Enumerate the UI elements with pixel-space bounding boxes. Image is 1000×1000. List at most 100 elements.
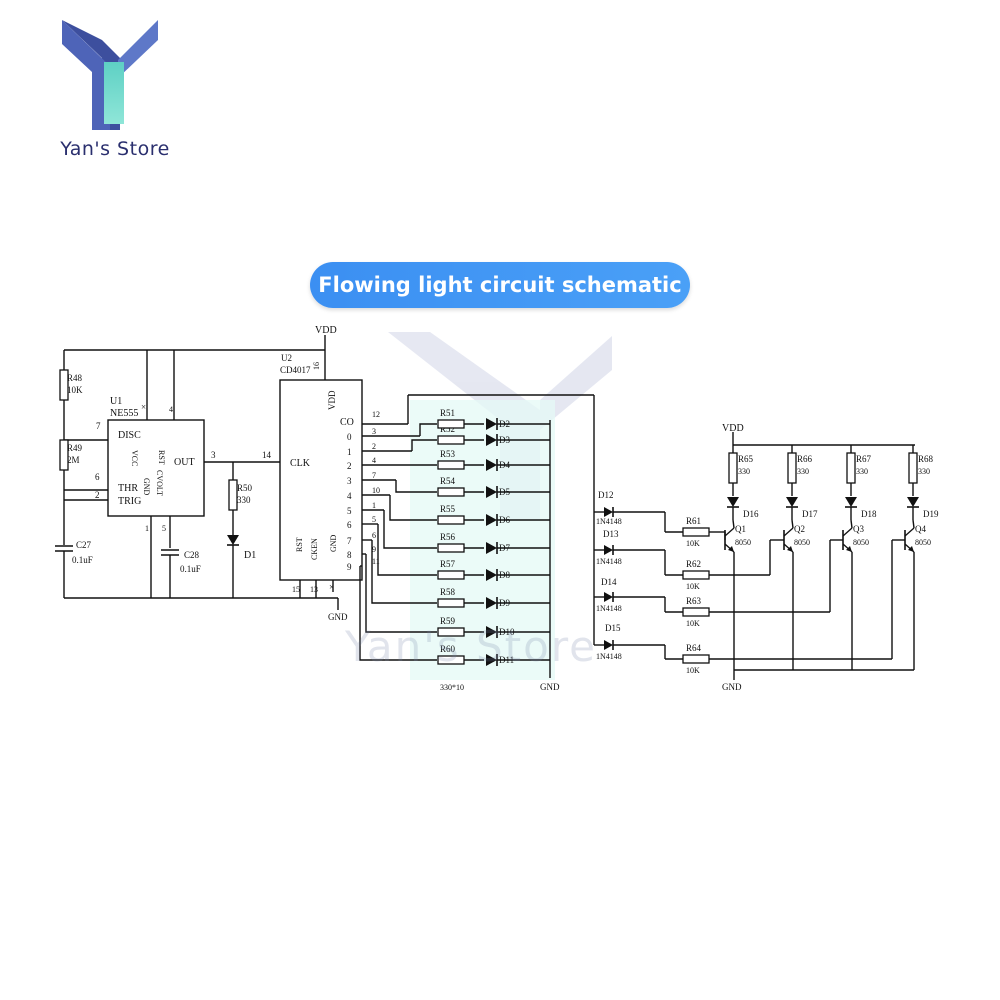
gnd-label-u2: GND xyxy=(328,612,348,622)
transistor-part-Q4: 8050 xyxy=(915,538,931,547)
u2-outpin-0: 3 xyxy=(372,427,376,436)
led-resistor-label-R58: R58 xyxy=(440,587,456,597)
watermark-logo xyxy=(388,332,612,680)
led-resistor-R56 xyxy=(437,543,465,553)
r48-ref: R48 xyxy=(67,373,83,383)
u1-pin2: 2 xyxy=(95,490,100,500)
diode-D13 xyxy=(604,545,613,555)
u1-disc: DISC xyxy=(118,430,141,441)
base-resistor-label-R62: R62 xyxy=(686,559,701,569)
u1-pin7: 7 xyxy=(96,421,101,431)
u2-outpin-5: 1 xyxy=(372,501,376,510)
col-led-label-D16: D16 xyxy=(743,509,759,519)
u2-output-6: 6 xyxy=(347,520,352,530)
col-resistor-label-R68: R68 xyxy=(918,454,934,464)
diode-D12 xyxy=(604,507,613,517)
transistor-Q4 xyxy=(904,527,915,553)
led-resistor-R52 xyxy=(437,435,465,445)
transistor-part-Q3: 8050 xyxy=(853,538,869,547)
u2-pin15: 15 xyxy=(292,585,300,594)
u2-pin12: 12 xyxy=(372,410,380,419)
u2-outpin-4: 10 xyxy=(372,486,380,495)
u2-ref: U2 xyxy=(281,353,292,363)
led-resistor-label-R56: R56 xyxy=(440,532,456,542)
transistor-label-Q2: Q2 xyxy=(794,524,805,534)
col-led-label-D19: D19 xyxy=(923,509,939,519)
u1-chip xyxy=(107,419,205,517)
u2-cken: CKEN xyxy=(310,538,319,560)
diode-part-D12: 1N4148 xyxy=(596,517,622,526)
col-resistor-label-R67: R67 xyxy=(856,454,872,464)
u1-pin1: 1 xyxy=(145,524,149,533)
u2-outpin-3: 7 xyxy=(372,471,376,480)
transistor-Q1 xyxy=(724,527,735,553)
col-resistor-value-R66: 330 xyxy=(797,467,809,476)
vdd-label-u2: VDD xyxy=(315,325,337,336)
u2-chip xyxy=(279,379,363,581)
base-resistor-value-R64: 10K xyxy=(686,666,700,675)
c28-value: 0.1uF xyxy=(180,564,201,574)
led-label-D8: D8 xyxy=(499,570,510,580)
led-D10 xyxy=(486,626,497,638)
col-resistor-value-R67: 330 xyxy=(856,467,868,476)
schematic-parts xyxy=(55,369,919,666)
diode-part-D15: 1N4148 xyxy=(596,652,622,661)
u2-part: CD4017 xyxy=(280,365,311,375)
u2-output-8: 8 xyxy=(347,550,352,560)
u2-vdd: VDD xyxy=(327,390,337,410)
u1-ref: U1 xyxy=(110,396,122,407)
led-D4 xyxy=(486,459,497,471)
col-resistor-value-R65: 330 xyxy=(738,467,750,476)
led-D8 xyxy=(486,569,497,581)
led-resistor-label-R60: R60 xyxy=(440,644,456,654)
u1-pin6: 6 xyxy=(95,472,100,482)
led-resistor-R54 xyxy=(437,487,465,497)
u2-outpin-7: 6 xyxy=(372,531,376,540)
led-label-D4: D4 xyxy=(499,460,510,470)
transistor-label-Q1: Q1 xyxy=(735,524,746,534)
u1-pin4: 4 xyxy=(169,405,173,414)
watermark-text: Yan's Store xyxy=(345,622,598,671)
led-resistor-R53 xyxy=(437,460,465,470)
col-resistor-label-R65: R65 xyxy=(738,454,754,464)
col-led-label-D18: D18 xyxy=(861,509,877,519)
u2-pin16: 16 xyxy=(312,362,321,370)
base-resistor-label-R61: R61 xyxy=(686,516,701,526)
u1-trig: TRIG xyxy=(118,496,141,507)
led-resistor-label-R59: R59 xyxy=(440,616,456,626)
col-resistor-R66 xyxy=(787,452,797,484)
c28-ref: C28 xyxy=(184,550,200,560)
diode-D14 xyxy=(604,592,613,602)
r49-value: 2M xyxy=(67,455,80,465)
diode-label-D12: D12 xyxy=(598,490,614,500)
u1-vcc: VCC xyxy=(130,450,139,466)
r49-ref: R49 xyxy=(67,443,83,453)
u2-rst: RST xyxy=(295,537,304,552)
col-resistor-R67 xyxy=(846,452,856,484)
led-D2 xyxy=(486,418,497,430)
u2-output-1: 1 xyxy=(347,447,352,457)
u2-output-5: 5 xyxy=(347,506,352,516)
u1-thr: THR xyxy=(118,483,138,494)
led-resistor-R58 xyxy=(437,598,465,608)
base-resistor-label-R64: R64 xyxy=(686,643,702,653)
u1-rst: RST xyxy=(157,450,166,465)
col-led-D16 xyxy=(727,497,739,507)
base-resistor-R64 xyxy=(682,654,710,664)
u2-nc: × xyxy=(329,582,334,592)
u2-outpin-1: 2 xyxy=(372,442,376,451)
store-name: Yan's Store xyxy=(60,138,170,160)
r48-resistor xyxy=(59,369,69,401)
base-resistor-R62 xyxy=(682,570,710,580)
d1-ref: D1 xyxy=(244,550,256,561)
u2-outpin-8: 9 xyxy=(372,545,376,554)
u2-gnd: GND xyxy=(329,534,338,552)
transistor-Q2 xyxy=(783,527,794,553)
led-resistor-label-R54: R54 xyxy=(440,476,456,486)
base-resistor-R61 xyxy=(682,527,710,537)
col-led-D17 xyxy=(786,497,798,507)
u2-output-3: 3 xyxy=(347,476,352,486)
led-label-D5: D5 xyxy=(499,487,510,497)
u1-nc: × xyxy=(141,402,146,412)
